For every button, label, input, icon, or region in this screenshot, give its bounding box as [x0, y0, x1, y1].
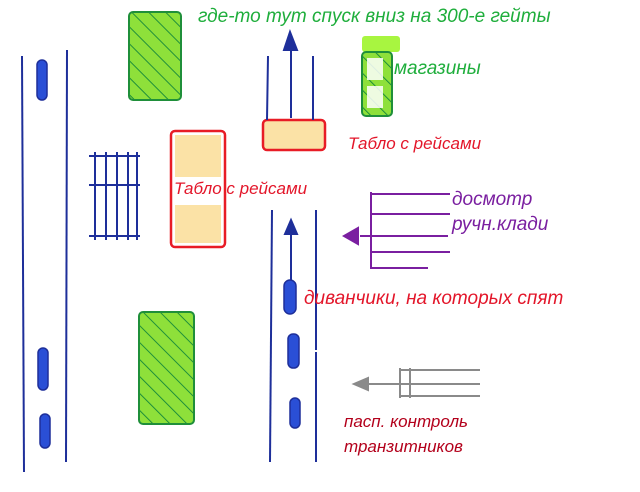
green-block-top — [128, 11, 182, 101]
label-flight-board-right: Табло с рейсами — [348, 134, 482, 153]
central-corridor — [266, 29, 317, 463]
label-passport-1: пасп. контроль — [344, 412, 468, 431]
arrow-head-left-icon — [351, 376, 369, 392]
inspection-checkpoint — [341, 192, 450, 269]
label-inspection-1: досмотр — [452, 189, 533, 210]
flight-board-right-icon — [261, 118, 327, 152]
label-sofas: диванчики, на которых спят — [304, 288, 564, 309]
sofa-icon — [287, 333, 300, 369]
label-inspection-2: ручн.клади — [452, 214, 549, 235]
sofa-icon — [37, 347, 49, 391]
sofa-icon — [36, 59, 48, 101]
green-block-bottom — [138, 311, 195, 425]
passport-control — [351, 368, 480, 398]
arrow-head-up-icon — [283, 217, 299, 235]
sofa-icon — [289, 397, 301, 429]
sofa-icon — [283, 279, 297, 315]
stairs-icon — [89, 152, 140, 240]
arrow-head-up-icon — [282, 29, 299, 51]
label-shops: магазины — [394, 58, 481, 79]
left-corridor-wall-inner — [65, 49, 68, 463]
flight-board-left-icon — [169, 129, 227, 249]
left-corridor — [21, 49, 68, 473]
label-gates-down: где-то тут спуск вниз на 300-е гейты — [198, 6, 551, 27]
arrow-head-left-icon — [341, 226, 359, 246]
label-flight-board-left: Табло с рейсами — [174, 179, 308, 198]
label-passport-2: транзитников — [344, 437, 463, 456]
sofa-icon — [39, 413, 51, 449]
shops-icon — [361, 36, 400, 117]
left-corridor-wall-outer — [21, 55, 25, 473]
